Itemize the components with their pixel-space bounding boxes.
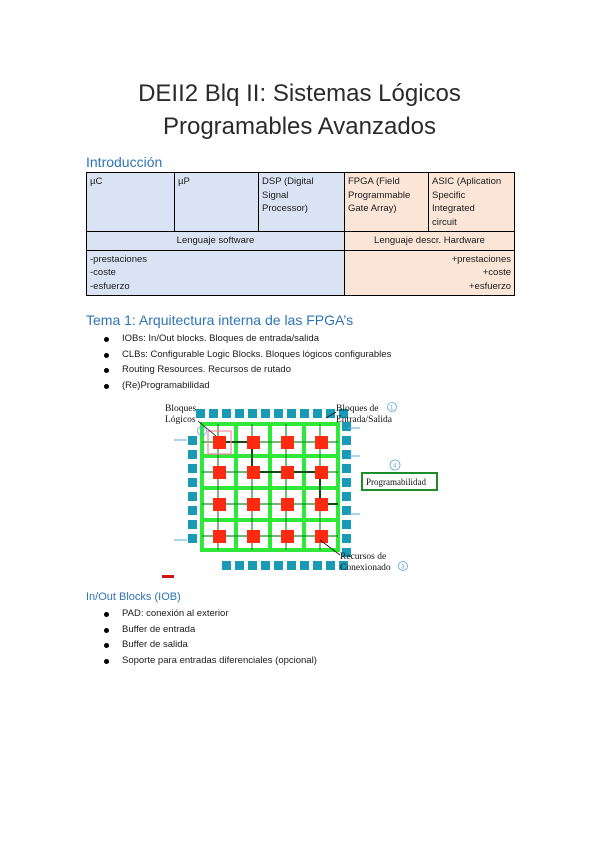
list-item: Buffer de entrada bbox=[104, 622, 317, 638]
annotation-circle-2 bbox=[197, 426, 207, 436]
list-item: (Re)Programabilidad bbox=[104, 378, 391, 394]
comparison-table: µC µP DSP (Digital Signal Processor) FPG… bbox=[86, 172, 515, 296]
intro-heading: Introducción bbox=[86, 154, 163, 170]
list-item: Buffer de salida bbox=[104, 637, 317, 653]
annotation-number-3: 3 bbox=[401, 565, 405, 571]
iob-top-row bbox=[196, 409, 348, 418]
label-routing-1: Recursos de bbox=[340, 552, 386, 562]
bullet-icon bbox=[104, 658, 109, 664]
list-item: IOBs: In/Out blocks. Bloques de entrada/… bbox=[104, 331, 391, 347]
annotation-circle-4 bbox=[389, 459, 401, 471]
table-row: µC µP DSP (Digital Signal Processor) FPG… bbox=[86, 172, 515, 232]
hardware-traits-cell: +prestaciones +coste +esfuerzo bbox=[344, 249, 515, 296]
label-io-blocks-2: Entrada/Salida bbox=[336, 415, 393, 425]
iob-right-column bbox=[342, 422, 351, 557]
iob-left-column bbox=[188, 436, 197, 543]
table-cell-uc: µC bbox=[86, 172, 175, 232]
label-programmability: Programabilidad bbox=[366, 477, 426, 487]
annotation-number-4: 4 bbox=[393, 464, 397, 470]
clb-highlight bbox=[207, 430, 232, 455]
label-pointer-logic bbox=[197, 420, 217, 437]
page-title-line-1: DEII2 Blq II: Sistemas Lógicos bbox=[138, 80, 461, 107]
page-title-line-2: Programables Avanzados bbox=[162, 113, 437, 140]
bullet-icon bbox=[104, 612, 109, 617]
table-cell-dsp: DSP (Digital Signal Processor) bbox=[258, 172, 345, 232]
programmability-box bbox=[361, 472, 438, 491]
table-row: -prestaciones -coste -esfuerzo +prestaci… bbox=[86, 249, 515, 296]
list-item: Soporte para entradas diferenciales (opc… bbox=[104, 653, 317, 669]
bullet-icon bbox=[104, 383, 109, 389]
bullet-icon bbox=[104, 352, 109, 358]
bullet-icon bbox=[104, 337, 109, 342]
label-routing-2: Conexionado bbox=[340, 563, 391, 573]
list-item: PAD: conexión al exterior bbox=[104, 606, 317, 622]
red-mark bbox=[162, 575, 174, 578]
software-traits-cell: -prestaciones -coste -esfuerzo bbox=[86, 249, 345, 296]
iob-bullet-list: PAD: conexión al exterior Buffer de entr… bbox=[104, 606, 317, 668]
annotation-circle-1 bbox=[387, 402, 397, 412]
label-logic-blocks-2: Lógicos bbox=[165, 415, 196, 425]
table-row: Lenguaje software Lenguaje descr. Hardwa… bbox=[86, 231, 515, 251]
annotation-number-1: 1 bbox=[390, 406, 394, 412]
tema1-bullet-list: IOBs: In/Out blocks. Bloques de entrada/… bbox=[104, 331, 391, 393]
routing-grid bbox=[200, 422, 340, 552]
label-pointer-routing bbox=[319, 539, 341, 556]
table-cell-asic: ASIC (Aplication Specific Integrated cir… bbox=[428, 172, 515, 232]
list-item: CLBs: Configurable Logic Blocks. Bloques… bbox=[104, 347, 391, 363]
bullet-icon bbox=[104, 643, 109, 648]
fpga-architecture-diagram: Bloques Lógicos 2 Bloques de Entrada/Sal… bbox=[162, 402, 438, 578]
annotation-circle-3 bbox=[398, 561, 408, 571]
hardware-language-cell: Lenguaje descr. Hardware bbox=[344, 231, 515, 251]
clb-grid bbox=[213, 436, 328, 543]
label-logic-blocks-1: Bloques bbox=[165, 404, 196, 414]
bullet-icon bbox=[104, 368, 109, 373]
bullet-icon bbox=[104, 627, 109, 633]
annotation-number-2: 2 bbox=[200, 430, 204, 436]
tema1-heading: Tema 1: Arquitectura interna de las FPGA… bbox=[86, 312, 354, 328]
io-arrows bbox=[174, 427, 360, 541]
table-cell-fpga: FPGA (Field Programmable Gate Array) bbox=[344, 172, 429, 232]
table-cell-up: µP bbox=[174, 172, 259, 232]
iob-bottom-row bbox=[222, 561, 348, 570]
iob-heading: In/Out Blocks (IOB) bbox=[86, 591, 181, 603]
label-io-blocks-1: Bloques de bbox=[336, 404, 378, 414]
software-language-cell: Lenguaje software bbox=[86, 231, 345, 251]
list-item: Routing Resources. Recursos de rutado bbox=[104, 362, 391, 378]
label-pointer-io bbox=[325, 411, 337, 419]
